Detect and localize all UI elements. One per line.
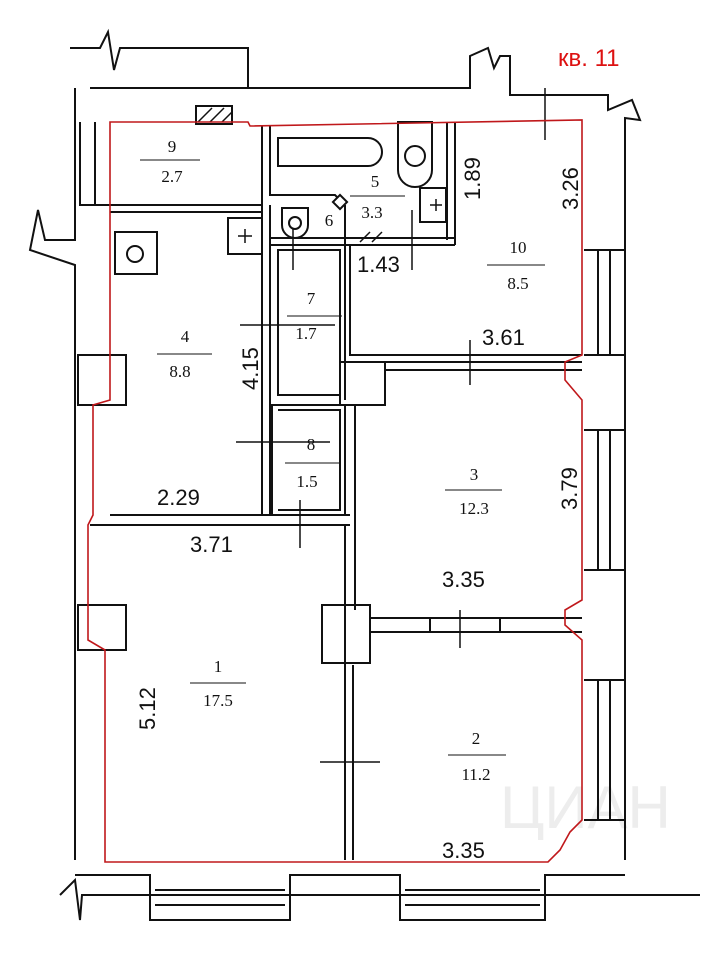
svg-text:4: 4 <box>181 327 190 346</box>
dim-r3-height: 3.79 <box>557 467 582 510</box>
dim-r4-height: 4.15 <box>238 347 263 390</box>
room-1-label: 117.5 <box>190 657 246 710</box>
room-5-label: 53.3 <box>350 172 405 222</box>
dim-r1-height: 5.12 <box>135 687 160 730</box>
sink-icon <box>227 217 263 255</box>
svg-text:5: 5 <box>371 172 380 191</box>
dim-r4-width: 2.29 <box>157 485 200 510</box>
room-8-label: 81.5 <box>285 435 340 491</box>
room-6-label: 6 <box>325 211 334 230</box>
dim-r5-height: 1.89 <box>460 157 485 200</box>
toilet-icon <box>281 207 309 239</box>
svg-text:8: 8 <box>307 435 316 454</box>
stove-icon <box>114 231 158 275</box>
svg-text:3: 3 <box>470 465 479 484</box>
svg-text:6: 6 <box>325 211 334 230</box>
svg-text:2: 2 <box>472 729 481 748</box>
svg-text:1: 1 <box>214 657 223 676</box>
apartment-outline <box>87 119 583 863</box>
room-9-label: 92.7 <box>140 137 200 186</box>
dim-r10-height: 3.26 <box>558 167 583 210</box>
room-10-label: 108.5 <box>487 238 545 293</box>
svg-text:9: 9 <box>168 137 177 156</box>
svg-text:1.5: 1.5 <box>296 472 317 491</box>
svg-text:8.5: 8.5 <box>507 274 528 293</box>
svg-text:1.7: 1.7 <box>295 324 317 343</box>
svg-text:10: 10 <box>510 238 527 257</box>
apartment-label: кв. 11 <box>558 45 620 72</box>
dimension-labels: 3.61 3.26 1.89 1.43 4.15 2.29 3.71 5.12 … <box>135 157 583 863</box>
dim-r5-width: 1.43 <box>357 252 400 277</box>
toilet-icon <box>397 121 433 188</box>
svg-text:8.8: 8.8 <box>169 362 190 381</box>
svg-text:2.7: 2.7 <box>161 167 183 186</box>
svg-text:3.3: 3.3 <box>361 203 382 222</box>
dimension-ticks <box>236 88 546 763</box>
sink-icon <box>419 187 447 223</box>
room-3-label: 312.3 <box>445 465 502 518</box>
interior-walls <box>90 122 582 860</box>
room-2-label: 211.2 <box>448 729 506 784</box>
riser-icon <box>331 193 349 211</box>
room-7-label: 71.7 <box>287 289 342 343</box>
dim-r3-width: 3.35 <box>442 567 485 592</box>
bathtub-icon <box>277 137 383 167</box>
dim-r10-width: 3.61 <box>482 325 525 350</box>
room-labels: 92.7 53.3 6 108.5 71.7 48.8 81.5 312.3 1… <box>140 137 545 784</box>
fixtures <box>114 121 447 275</box>
svg-text:17.5: 17.5 <box>203 691 233 710</box>
exterior-walls <box>28 28 700 921</box>
svg-text:11.2: 11.2 <box>461 765 490 784</box>
dim-r2-width: 3.35 <box>442 838 485 863</box>
watermark: ЦИАН <box>500 774 671 841</box>
svg-text:7: 7 <box>307 289 316 308</box>
room-4-label: 48.8 <box>157 327 212 381</box>
svg-text:12.3: 12.3 <box>459 499 489 518</box>
dim-r1-width: 3.71 <box>190 532 233 557</box>
